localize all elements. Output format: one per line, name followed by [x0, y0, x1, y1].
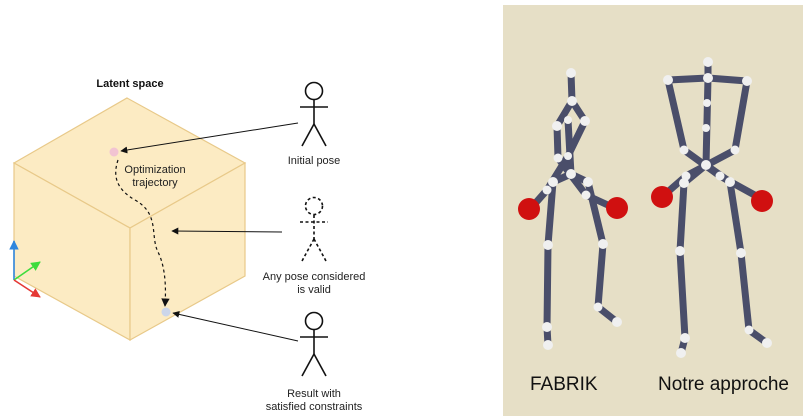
caption-notre-approche: Notre approche: [658, 374, 789, 395]
initial-pose-arrow: [120, 122, 299, 154]
latent-space-diagram: [9, 81, 328, 377]
initial-pose-stick-figure-icon: [300, 81, 328, 147]
result-point: [161, 307, 171, 317]
axis-gizmo: [9, 240, 41, 298]
any-pose-arrow: [171, 227, 283, 235]
result-stick-figure-icon: [300, 311, 328, 377]
cube-right-face: [129, 161, 246, 342]
caption-fabrik: FABRIK: [530, 374, 598, 395]
optimization-trajectory-label: Optimization trajectory: [124, 164, 186, 189]
fabrik-skeleton: [528, 69, 621, 349]
skeletons-render: [518, 57, 773, 358]
initial-pose-label: Initial pose: [287, 155, 341, 167]
fabrik-joints: [542, 68, 622, 350]
optimization-trajectory-curve: [115, 159, 170, 307]
result-arrow: [172, 310, 299, 342]
notre-approche-skeleton: [659, 58, 771, 357]
notre-approche-joints: [663, 57, 772, 358]
fabrik-effectors: [518, 197, 628, 220]
any-pose-dashed-figure-icon: [300, 196, 328, 262]
axis-x-arrow: [13, 279, 41, 298]
any-pose-label: Any pose considered is valid: [262, 271, 366, 296]
skeleton-comparison-panel: FABRIK Notre approche: [503, 5, 803, 416]
notre-approche-effectors: [651, 186, 773, 212]
latent-space-title: Latent space: [96, 78, 164, 90]
axis-y-arrow: [13, 261, 41, 281]
latent-space-cube: [12, 97, 247, 342]
result-label: Result with satisfied constraints: [265, 388, 363, 413]
initial-point: [109, 147, 119, 157]
